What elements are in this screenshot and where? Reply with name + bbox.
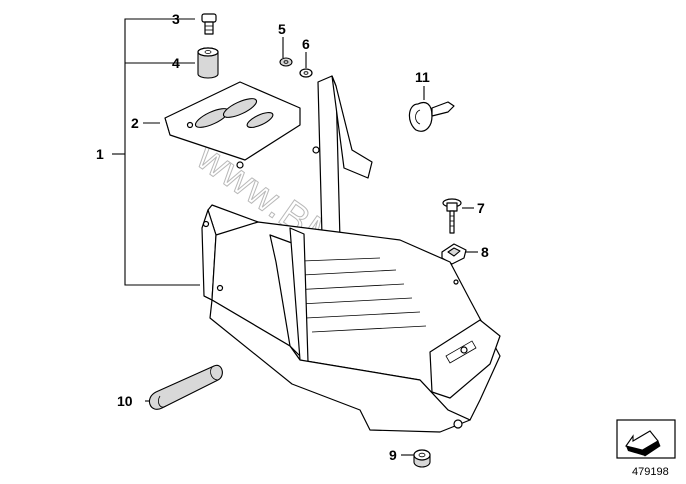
callout-3: 3: [172, 11, 180, 27]
washer-part-6: [299, 68, 313, 78]
callout-2: 2: [131, 115, 139, 131]
reference-number: 479198: [632, 466, 669, 478]
clip-nut-part-8: [441, 243, 467, 265]
callout-1: 1: [96, 146, 104, 162]
callout-4: 4: [172, 55, 180, 71]
screw-part-3: [201, 13, 217, 35]
callout-1-bracket: [112, 18, 200, 286]
callout-9: 9: [389, 447, 397, 463]
clip-part-11: [408, 101, 455, 132]
callout-5: 5: [278, 21, 286, 37]
callout-11: 11: [415, 69, 430, 85]
battery-tray-part-1: [201, 75, 501, 433]
callout-7: 7: [477, 200, 485, 216]
callout-10: 10: [117, 393, 133, 409]
callout-6: 6: [302, 36, 310, 52]
leader-lines: [143, 37, 478, 456]
nut-part-5: [279, 57, 293, 67]
buffer-part-4: [197, 47, 219, 79]
edge-protector-part-10: [148, 364, 223, 410]
nut-part-9: [413, 449, 431, 468]
direction-arrow-icon: [616, 419, 676, 459]
bolt-part-7: [442, 198, 462, 234]
retaining-plate-part-2: [164, 81, 301, 169]
callout-8: 8: [481, 244, 489, 260]
